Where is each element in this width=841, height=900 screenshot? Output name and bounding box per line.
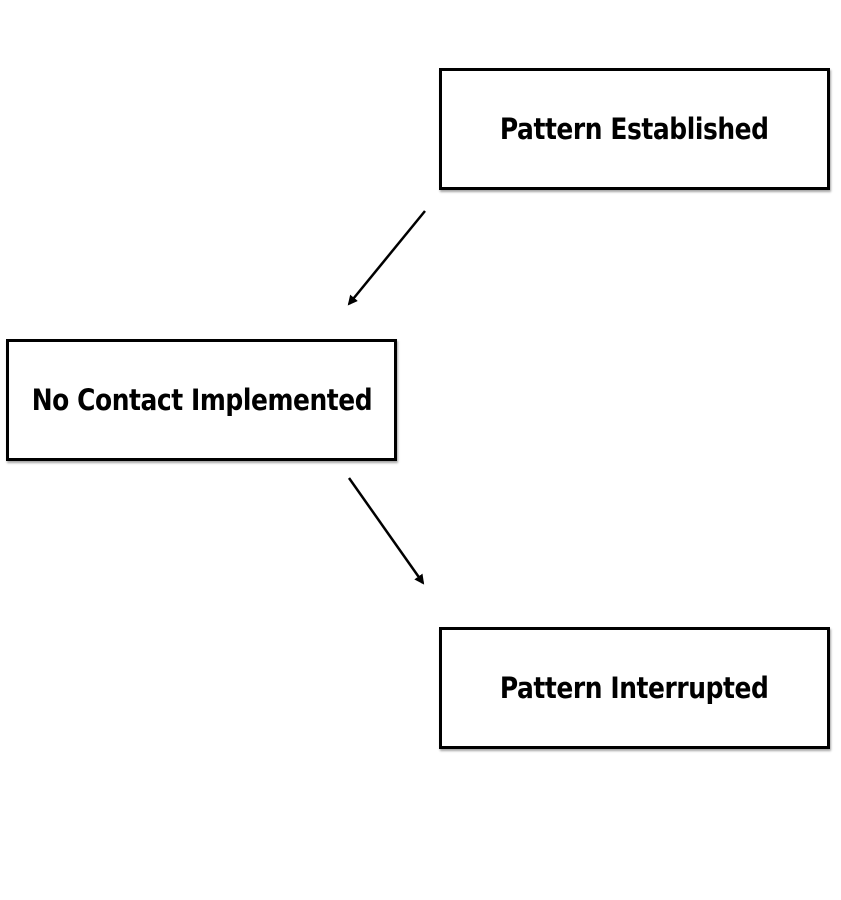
- arrow-nocontact-to-interrupted: [347, 477, 425, 585]
- arrow-established-to-nocontact: [347, 210, 426, 306]
- node-label: No Contact Implemented: [31, 383, 372, 417]
- node-label: Pattern Established: [500, 112, 769, 146]
- node-pattern-established: Pattern Established: [439, 68, 830, 190]
- node-no-contact-implemented: No Contact Implemented: [6, 339, 397, 461]
- node-pattern-interrupted: Pattern Interrupted: [439, 627, 830, 749]
- node-label: Pattern Interrupted: [500, 671, 769, 705]
